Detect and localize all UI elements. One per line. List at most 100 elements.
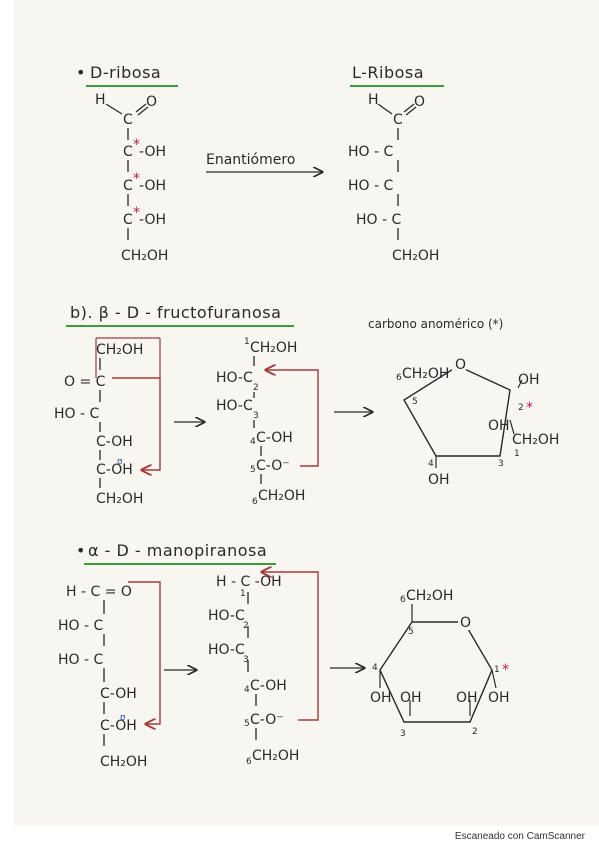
ho-c3: HO-C — [208, 642, 245, 658]
d-ribose-structure: H O C C * -OH C * -OH C * -OH CH₂OH — [95, 92, 168, 264]
footer-watermark: Escaneado con CamScanner — [454, 831, 585, 842]
oh-group: OH — [456, 690, 478, 706]
ch2oh-group: CH₂OH — [252, 748, 299, 764]
mannose-open-chain: H - C = O HO - C HO - C C-OH C-OH ʊ CH₂O… — [58, 581, 161, 770]
ch2oh-group: CH₂OH — [406, 588, 453, 604]
carbon-number: 2 — [472, 727, 478, 737]
ch2oh-group: CH₂OH — [121, 248, 168, 264]
anomeric-star: * — [502, 662, 509, 678]
section-ribose: • D-ribosa L-Ribosa H O C C * -OH C * -O… — [76, 63, 444, 264]
carbon-number: 2 — [518, 403, 524, 413]
atom-c1: C — [393, 112, 403, 128]
atom-h: H — [368, 92, 379, 108]
oh-group: OH — [428, 472, 450, 488]
hydroxyl: -OH — [139, 144, 166, 160]
carbon-number: 1 — [240, 589, 246, 599]
ch2oh-group: CH₂OH — [392, 248, 439, 264]
ho-c: HO - C — [54, 406, 99, 422]
ch2oh-group: CH₂OH — [250, 340, 297, 356]
ho-c: HO - C — [58, 652, 103, 668]
c-oh: C-OH — [96, 462, 133, 478]
arrow-label: Enantiómero — [206, 152, 295, 168]
carbon-number: 4 — [372, 663, 378, 673]
red-cyclization-arrow — [112, 377, 161, 470]
carbon-number: 1 — [244, 337, 250, 347]
ring-oxygen: O — [455, 357, 466, 373]
atom-h: H — [95, 92, 106, 108]
atom-c4: C — [123, 212, 133, 228]
chiral-star: * — [133, 205, 140, 221]
carbon-number: 5 — [250, 465, 256, 475]
c-oh: C-OH — [256, 430, 293, 446]
ho-c: HO - C — [58, 618, 103, 634]
oh-group: OH — [400, 690, 422, 706]
carbon-number: 4 — [244, 685, 250, 695]
ch2oh-group: CH₂OH — [96, 342, 143, 358]
mannose-intermediate: H - C -OH 1 HO-C 2 HO-C 3 4 C-OH 5 C-O⁻ … — [208, 572, 319, 767]
blue-mark: ʊ — [120, 713, 126, 723]
hydroxyl: -OH — [139, 178, 166, 194]
bullet: • — [76, 63, 86, 82]
carbon-number: 4 — [250, 437, 256, 447]
carbon-number: 3 — [498, 459, 504, 469]
anomeric-note: carbono anomérico (*) — [368, 317, 503, 331]
section-fructofuranose: b). β - D - fructofuranosa carbono anomé… — [54, 303, 559, 507]
atom-o: O — [146, 94, 157, 110]
oh-group: OH — [488, 690, 510, 706]
hemiacetal-carbon: H - C -OH — [216, 574, 282, 590]
ch2oh-group: CH₂OH — [258, 488, 305, 504]
title-d-ribosa: D-ribosa — [90, 63, 161, 82]
c-oh: C-OH — [250, 678, 287, 694]
oh-group: OH — [518, 372, 540, 388]
carbon-number: 4 — [428, 459, 434, 469]
carbon-number: 5 — [408, 627, 414, 637]
red-cyclization-arrow — [266, 370, 319, 467]
l-ribose-structure: H O C HO - C HO - C HO - C CH₂OH — [348, 92, 439, 264]
carbon-number: 3 — [243, 655, 249, 665]
blue-mark: ʊ — [117, 457, 123, 467]
carbon-number: 1 — [514, 449, 520, 459]
aldehyde: H - C = O — [66, 584, 132, 600]
furanose-ring: O 6 CH₂OH 5 OH 2 * OH CH₂OH 1 3 4 OH — [396, 356, 559, 488]
c-oh: C-OH — [100, 718, 137, 734]
oh-group: OH — [488, 418, 510, 434]
ch2oh-group: CH₂OH — [402, 366, 449, 382]
carbon-number: 1 — [494, 665, 500, 675]
ch2oh-group: CH₂OH — [96, 491, 143, 507]
chiral-star: * — [133, 171, 140, 187]
section-mannopyranose: • α - D - manopiranosa H - C = O HO - C … — [58, 541, 510, 770]
c-oh: C-OH — [100, 686, 137, 702]
bullet: • — [76, 541, 86, 560]
carbon-number: 6 — [400, 595, 406, 605]
fructose-open-chain: CH₂OH O = C HO - C C-OH C-OH ʊ CH₂OH — [54, 337, 161, 507]
ring-oxygen: O — [460, 615, 471, 631]
red-cyclization-arrow — [128, 581, 161, 724]
ho-c3: HO - C — [348, 178, 393, 194]
fructose-intermediate: 1 CH₂OH HO-C 2 HO-C 3 4 C-OH 5 C-O⁻ 6 CH… — [216, 337, 319, 507]
atom-c1: C — [123, 112, 133, 128]
atom-c3: C — [123, 178, 133, 194]
carbon-number: 2 — [253, 383, 259, 393]
carbon-number: 3 — [400, 729, 406, 739]
ho-c2: HO-C — [208, 608, 245, 624]
c-oh: C-OH — [96, 434, 133, 450]
carbon-number: 6 — [252, 497, 258, 507]
carbon-number: 2 — [243, 621, 249, 631]
carbon-number: 3 — [253, 411, 259, 421]
anomeric-star: * — [526, 400, 533, 416]
carbon-number: 6 — [396, 373, 402, 383]
atom-c2: C — [123, 144, 133, 160]
ho-c4: HO - C — [356, 212, 401, 228]
title-l-ribosa: L-Ribosa — [352, 63, 424, 82]
red-cyclization-arrow — [262, 572, 319, 721]
c-alkoxide: C-O⁻ — [250, 712, 284, 728]
ho-c2: HO - C — [348, 144, 393, 160]
carbon-number: 5 — [244, 719, 250, 729]
atom-o: O — [414, 94, 425, 110]
ch2oh-group: CH₂OH — [100, 754, 147, 770]
chiral-star: * — [133, 137, 140, 153]
carbonyl: O = C — [64, 374, 106, 390]
carbon-number: 6 — [246, 757, 252, 767]
